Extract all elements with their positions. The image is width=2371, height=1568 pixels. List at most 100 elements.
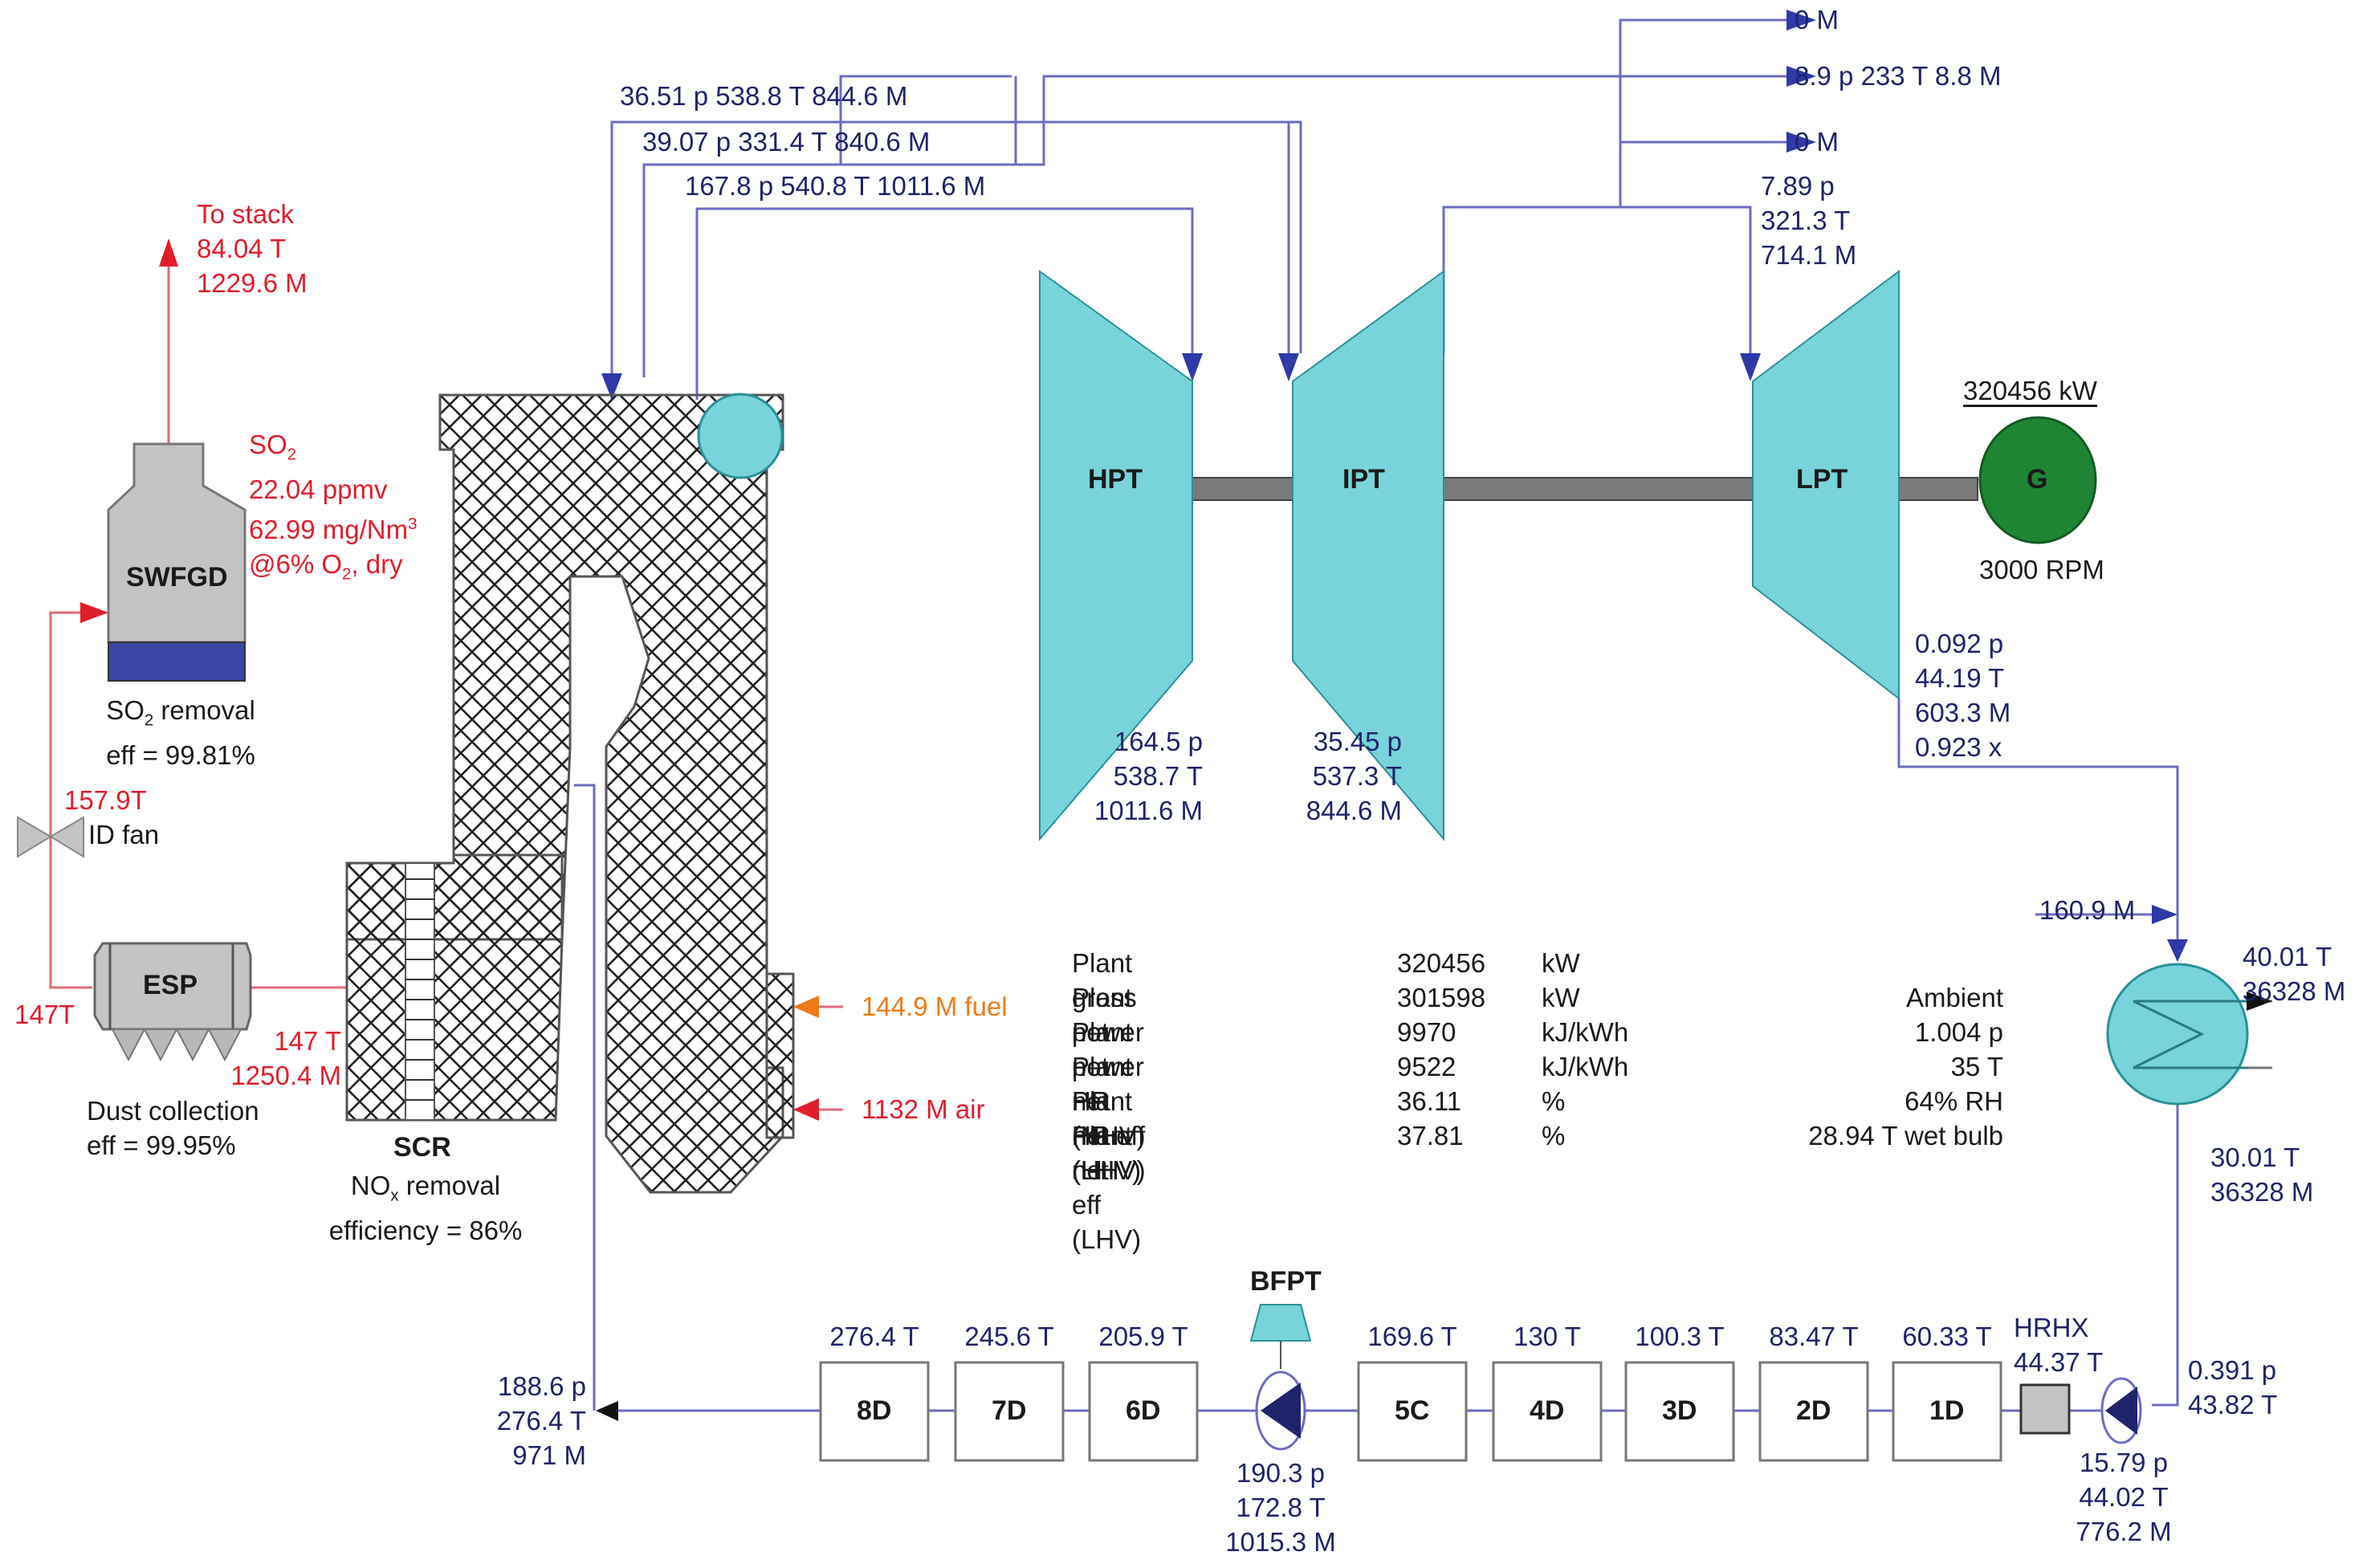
extraction-1-label: 0 M: [1795, 5, 1839, 35]
pipe-fgd-inlet: [49, 611, 92, 989]
condensate-pump[interactable]: [2100, 1377, 2142, 1444]
lpt-label: LPT: [1796, 464, 1848, 495]
heater-name: 1D: [1929, 1395, 1965, 1426]
hrhx-label: HRHX 44.37 T: [2014, 1313, 2104, 1377]
arrow-feedwater-in: [596, 1401, 618, 1421]
ipt-exhaust-conditions: 35.45 p 537.3 T 844.6 M: [1306, 727, 1402, 825]
scr-efficiency: NOx removal efficiency = 86%: [328, 1171, 523, 1245]
heater-name: 5C: [1395, 1395, 1430, 1426]
performance-unit: kW: [1542, 948, 1580, 978]
bfpt-label: BFPT: [1250, 1266, 1322, 1297]
so2-title: SO: [249, 430, 287, 459]
boiler-feed-pump[interactable]: [1255, 1370, 1306, 1451]
lpt-inlet-conditions: 7.89 p 321.3 T 714.1 M: [1761, 171, 1857, 270]
generator-label: G: [2027, 464, 2048, 495]
air-flow: 1132 M air: [862, 1094, 985, 1124]
pipe-hotwell: [2152, 1100, 2179, 1407]
pipe-crossover: [1442, 206, 1752, 357]
feedwater-heater-8d[interactable]: [819, 1361, 930, 1462]
feedwater-heater-5c[interactable]: [1357, 1361, 1468, 1462]
heater-train: [819, 1361, 2002, 1462]
feedwater-heater-4d[interactable]: [1492, 1361, 1603, 1462]
performance-unit: kJ/kWh: [1542, 1052, 1629, 1081]
scr-label: SCR: [393, 1132, 451, 1163]
so2-emission-label: SO2 22.04 ppmv 62.99 mg/Nm3 @6% O2, dry: [249, 430, 418, 584]
hrhx-exchanger[interactable]: [2019, 1383, 2071, 1435]
heater-name: 2D: [1796, 1395, 1831, 1426]
heater-temperature: 60.33 T: [1902, 1322, 1992, 1351]
pipe-lpt-exhaust: [1897, 698, 2179, 943]
arrow-fuel: [793, 996, 819, 1018]
stack-temperature: 84.04 T: [197, 234, 287, 263]
arrow-drain-in: [2152, 905, 2177, 924]
arrow-condenser-in: [2167, 939, 2188, 962]
esp-efficiency: Dust collection eff = 99.95%: [87, 1096, 259, 1160]
arrow-lpt-in: [1740, 353, 1761, 381]
lpt-exhaust-conditions: 0.092 p 44.19 T 603.3 M 0.923 x: [1915, 629, 2011, 762]
pipe-extraction-header: [1619, 18, 1786, 207]
pipe-ipt-inlet: [841, 75, 1786, 166]
performance-unit: %: [1542, 1121, 1566, 1151]
feedwater-inlet-conditions: 188.6 p 276.4 T 971 M: [496, 1371, 586, 1470]
condensate-pump-outlet: 15.79 p 44.02 T 776.2 M: [2076, 1448, 2172, 1546]
arrow-fgd-in: [80, 602, 108, 623]
bfpt-turbine[interactable]: [1249, 1304, 1312, 1342]
condenser[interactable]: [2106, 963, 2272, 1106]
performance-label: Plant net eff (HHV): [1072, 1086, 1146, 1185]
swfgd-vessel[interactable]: [107, 442, 246, 682]
feedwater-heater-2d[interactable]: [1758, 1361, 1869, 1462]
so2-ppmv: 22.04 ppmv: [249, 474, 388, 504]
performance-value: 37.81: [1397, 1121, 1464, 1151]
heater-temperature: 169.6 T: [1367, 1322, 1457, 1351]
ipt-turbine[interactable]: [1292, 270, 1444, 841]
performance-label: Plant net HR (HHV): [1072, 1017, 1146, 1151]
feedwater-heater-3d[interactable]: [1624, 1361, 1735, 1462]
cooling-water-out: 40.01 T 36328 M: [2243, 942, 2346, 1006]
heater-temperature: 205.9 T: [1098, 1322, 1188, 1351]
feedwater-heater-6d[interactable]: [1088, 1361, 1199, 1462]
feedwater-heater-1d[interactable]: [1892, 1361, 2002, 1462]
heater-name: 7D: [992, 1395, 1027, 1426]
extraction-2-label: 8.9 p 233 T 8.8 M: [1795, 61, 2002, 91]
arrow-cooling-water-out: [2247, 992, 2272, 1011]
bfp-discharge-conditions: 190.3 p 172.8 T 1015.3 M: [1225, 1458, 1336, 1557]
steam-drum[interactable]: [697, 393, 784, 479]
id-fan-icon[interactable]: [17, 816, 84, 858]
performance-value: 301598: [1397, 983, 1486, 1012]
arrow-extraction-2: [1786, 66, 1816, 87]
ambient-title: Ambient: [1905, 983, 2003, 1012]
pipe-main-steam: [695, 207, 1194, 400]
pipe-feedwater-riser: [574, 784, 596, 1411]
ambient-value: 1.004 p: [1914, 1017, 2003, 1047]
scr-reactor[interactable]: [345, 853, 564, 1122]
swfgd-efficiency: SO2 removal eff = 99.81%: [106, 695, 255, 770]
heater-temperature: 276.4 T: [829, 1322, 919, 1351]
esp-unit[interactable]: [93, 942, 252, 1062]
heater-temperature: 130 T: [1513, 1322, 1581, 1351]
heater-name: 3D: [1662, 1395, 1697, 1426]
ambient-value: 35 T: [1950, 1052, 2003, 1081]
main-steam-label: 167.8 p 540.8 T 1011.6 M: [685, 171, 986, 201]
pipe-hot-reheat-drop: [1014, 76, 1032, 166]
ambient-conditions: Ambient 1.004 p 35 T 64% RH 28.94 T wet bulb: [1686, 980, 2003, 1153]
performance-value: 9522: [1397, 1052, 1456, 1081]
so2-mg: 62.99 mg/Nm: [249, 514, 409, 544]
performance-value: 9970: [1397, 1017, 1456, 1047]
performance-value: 320456: [1397, 948, 1486, 978]
ambient-value: 64% RH: [1905, 1086, 2003, 1116]
arrow-boiler-reheat-in: [601, 373, 622, 400]
esp-label: ESP: [143, 970, 198, 1000]
arrow-extraction-1: [1786, 10, 1816, 31]
generator[interactable]: [1978, 416, 2097, 544]
performance-label: Plant gross power: [1072, 948, 1144, 1047]
stack-title: To stack: [197, 199, 295, 229]
generator-power: 320456 kW: [1963, 376, 2097, 405]
arrow-extraction-3: [1786, 132, 1816, 153]
fuel-flow: 144.9 M fuel: [862, 992, 1008, 1021]
pipe-cold-reheat: [610, 120, 1302, 400]
hpt-turbine[interactable]: [1039, 270, 1193, 841]
feedwater-heater-7d[interactable]: [954, 1361, 1065, 1462]
ambient-value: 28.94 T wet bulb: [1808, 1121, 2003, 1151]
lpt-turbine[interactable]: [1752, 269, 1900, 701]
